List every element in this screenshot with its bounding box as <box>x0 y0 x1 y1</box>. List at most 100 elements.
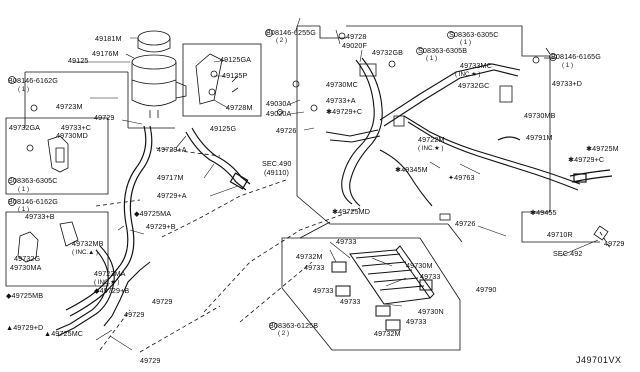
reservoir-group-box <box>24 71 175 129</box>
label-49725M: ✱49725M <box>586 144 619 153</box>
label-49181M: 49181M <box>95 34 122 43</box>
label-08146-6255G: B08146-6255G <box>266 28 316 37</box>
label-49729-low: 49729 <box>124 310 145 319</box>
label-49733C: 49733+C <box>61 123 92 132</box>
label-qty-1c: ( 1 ) <box>18 206 30 213</box>
power-steering-pipes <box>325 57 581 207</box>
label-49125: 49125 <box>68 56 89 65</box>
label-49729-right: 49729 <box>604 239 625 248</box>
label-49791M: 49791M <box>526 133 553 142</box>
label-49733MC: 49733MC <box>460 61 492 70</box>
label-49732M-bottom: 49732M <box>374 329 401 338</box>
left-subbox-upper <box>5 117 109 195</box>
left-return-hose <box>65 125 153 317</box>
label-49732M: 49732M <box>296 252 323 261</box>
label-49020A: 49020A <box>266 109 292 118</box>
label-49732GC: 49732GC <box>458 81 490 90</box>
label-sec492: SEC.492 <box>553 249 583 258</box>
label-49730MC: 49730MC <box>326 80 358 89</box>
label-49728: 49728 <box>346 32 367 41</box>
label-49729D: ▲49729+D <box>6 323 44 332</box>
label-08363-6305B: S08363-6305B <box>418 46 468 55</box>
leader-lines <box>72 17 599 351</box>
label-49345M: ✱49345M <box>395 165 428 174</box>
label-sec490: SEC.490 <box>262 159 292 168</box>
diagram-code: J49701VX <box>576 355 622 365</box>
label-49726-right: 49726 <box>455 219 476 228</box>
label-49723M: 49723M <box>56 102 83 111</box>
label-49730MB: 49730MB <box>524 111 556 120</box>
cooler-box <box>281 221 461 351</box>
label-49733D: 49733+D <box>552 79 583 88</box>
label-49730N: 49730N <box>418 307 444 316</box>
label-49733-2: 49733 <box>304 263 325 272</box>
label-qty-1e: ( 1 ) <box>460 39 472 46</box>
right-clamps <box>359 47 609 241</box>
label-49730MD: 49730MD <box>56 131 88 140</box>
label-08363-6305C-left: S08363-6305C <box>8 176 58 185</box>
label-49455: ✱49455 <box>530 208 557 217</box>
label-inc-triangle: ( INC.▲ ) <box>72 249 99 256</box>
label-08146-6162G-2: B08146-6162G <box>8 197 58 206</box>
label-qty-2b: ( 2 ) <box>278 330 290 337</box>
label-sec490-ref: (49110) <box>264 168 289 177</box>
label-49729B: ◆49729+B <box>94 286 130 295</box>
label-49733A: 49733+A <box>326 96 356 105</box>
label-49733-5: 49733 <box>340 297 361 306</box>
label-49763: ✦49763 <box>448 173 475 182</box>
label-49176M: 49176M <box>92 49 119 58</box>
label-qty-1a: ( 1 ) <box>18 86 30 93</box>
label-49725MA: ◆49725MA <box>134 209 172 218</box>
label-49125GA: 49125GA <box>220 55 252 64</box>
supply-hose-49717M <box>185 127 251 191</box>
label-qty-1b: ( 1 ) <box>18 186 30 193</box>
code-circle-markers <box>8 29 557 330</box>
label-49030A: 49030A <box>266 99 292 108</box>
label-49725MB: ◆49725MB <box>6 291 44 300</box>
label-49125P: 49125P <box>222 71 248 80</box>
label-08363-6125B: B08363-6125B <box>269 321 319 330</box>
label-49728M: 49728M <box>226 103 253 112</box>
label-49733-1: 49733 <box>336 237 357 246</box>
label-08363-6305C-right: S08363-6305C <box>449 30 499 39</box>
label-49729A-2: 49729+A <box>157 191 187 200</box>
label-49733-3: 49733 <box>420 272 441 281</box>
label-49125G: 49125G <box>210 124 237 133</box>
label-49732GB: 49732GB <box>372 48 404 57</box>
left-pressure-pipe <box>55 245 151 337</box>
label-49729-bottom: 49729 <box>140 356 161 365</box>
reservoir-tank <box>131 30 187 118</box>
label-08146-6162G: B08146-6162G <box>8 76 58 85</box>
bracket-box-49125G <box>182 43 262 117</box>
label-49729-top: 49729 <box>94 113 115 122</box>
cooler-hose-49791M <box>497 136 613 183</box>
label-qty-1f: ( 1 ) <box>562 62 574 69</box>
label-49729B-right: 49729+B <box>146 222 176 231</box>
label-49020F: 49020F <box>342 41 367 50</box>
right-region-outline <box>296 25 600 243</box>
label-49733-6: 49733 <box>406 317 427 326</box>
label-49729C-2: ✱49729+C <box>568 155 605 164</box>
label-49732GA: 49732GA <box>9 123 41 132</box>
label-49723MA: 49723MA <box>94 269 126 278</box>
label-49729C: ✱49729+C <box>326 107 363 116</box>
label-49730MA: 49730MA <box>10 263 42 272</box>
label-49726: 49726 <box>276 126 297 135</box>
label-49717M: 49717M <box>157 173 184 182</box>
label-qty-1d: ( 1 ) <box>426 55 438 62</box>
label-49730M: 49730M <box>406 261 433 270</box>
label-49729-mid: 49729 <box>152 297 173 306</box>
label-49732MB: 49732MB <box>72 239 104 248</box>
label-qty-2a: ( 2 ) <box>276 37 288 44</box>
label-49725MC: ▲49725MC <box>44 329 84 338</box>
bolt-symbols <box>30 32 540 115</box>
left-subbox-lower <box>5 211 109 287</box>
label-inc-star-2: ( INC.★ ) <box>455 71 481 78</box>
label-08146-6165G: B08146-6165G <box>551 52 601 61</box>
label-49790: 49790 <box>476 285 497 294</box>
dashed-leaders <box>95 147 611 353</box>
oil-cooler-49790 <box>331 245 435 331</box>
label-49722M: 49722M <box>418 135 445 144</box>
label-49710R: 49710R <box>547 230 573 239</box>
